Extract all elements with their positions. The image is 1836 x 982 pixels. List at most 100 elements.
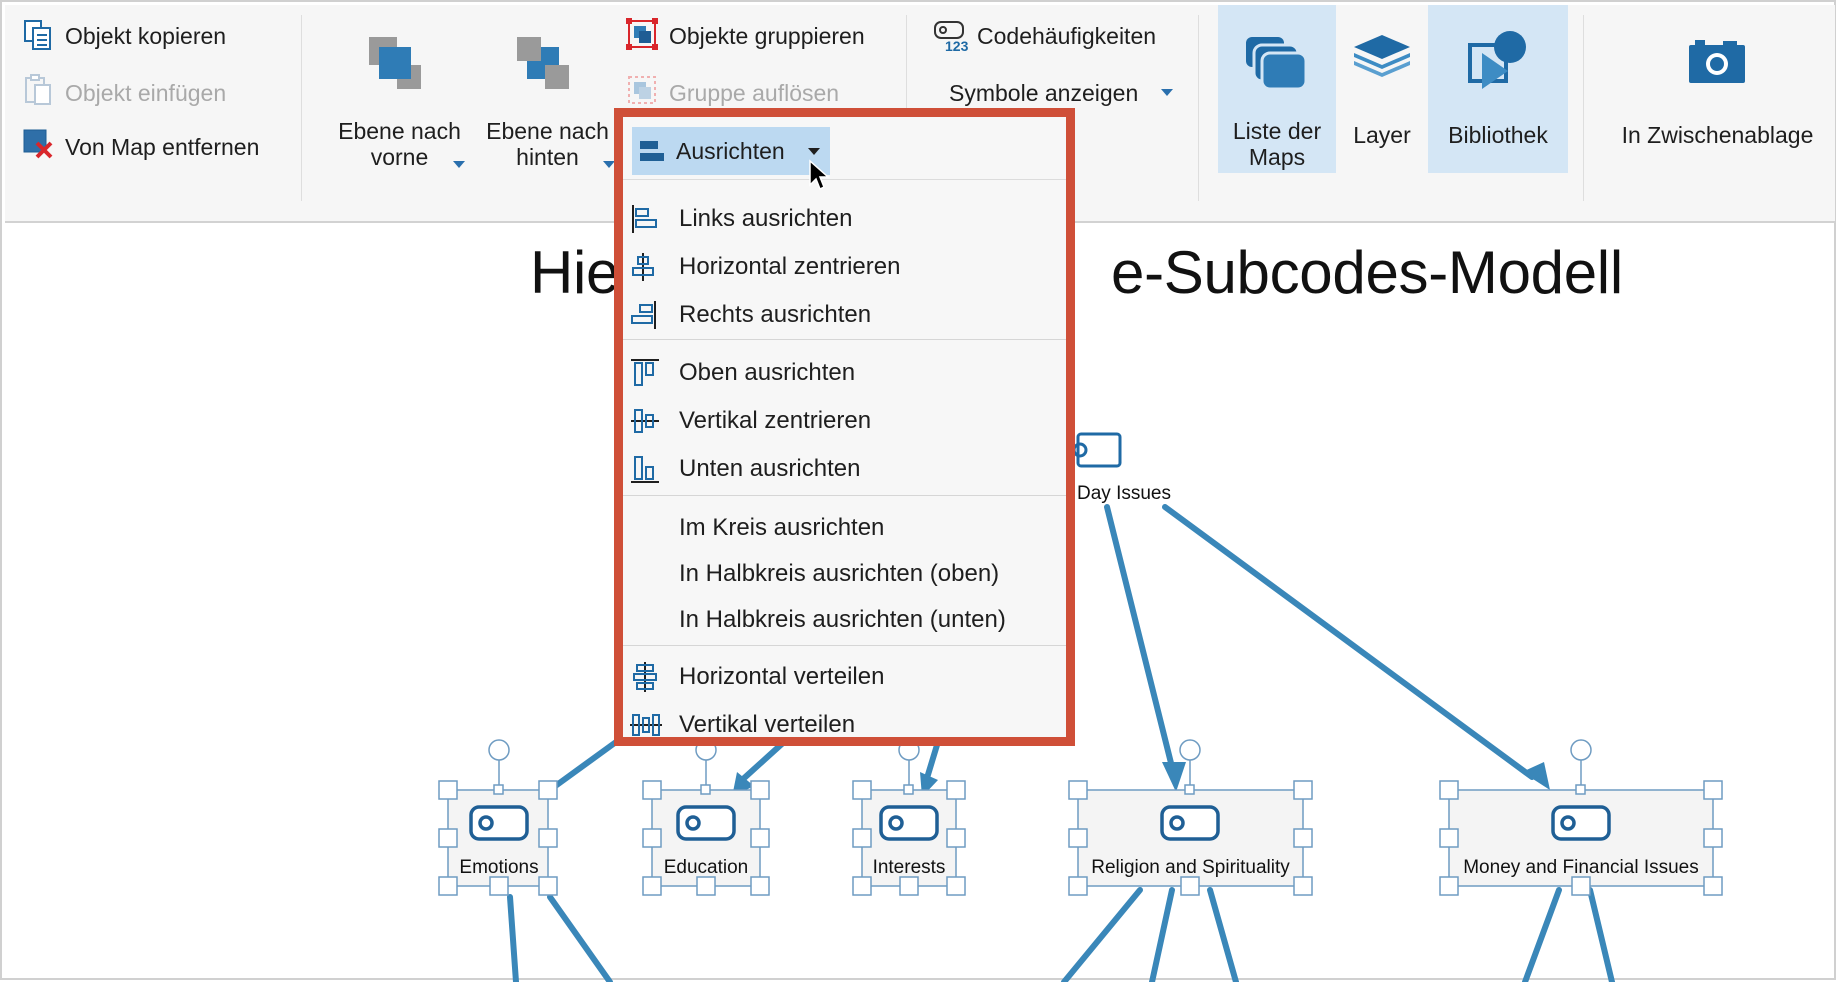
- copy-to-clipboard-label: In Zwischenablage: [1621, 122, 1814, 148]
- bring-forward-icon: [369, 37, 421, 89]
- group-icon: [626, 18, 658, 50]
- align-bottom-icon: [631, 456, 659, 483]
- show-symbols-dropdown-icon: [1161, 89, 1173, 96]
- maps-list-label-line2: Maps: [1248, 144, 1306, 170]
- library-button[interactable]: Bibliothek: [1428, 5, 1568, 173]
- group-objects-button[interactable]: Objekte gruppieren: [621, 15, 891, 57]
- menu-item-label: Im Kreis ausrichten: [679, 514, 885, 541]
- menu-item-label: In Halbkreis ausrichten (unten): [679, 606, 1006, 633]
- remove-from-map-button[interactable]: Von Map entfernen: [17, 125, 277, 167]
- code-node-money-and-financial-issues[interactable]: [1439, 739, 1723, 896]
- code-node-interests[interactable]: [852, 739, 966, 896]
- menu-item-align-top[interactable]: Oben ausrichten: [623, 349, 1066, 395]
- menu-item-align-left[interactable]: Links ausrichten: [623, 195, 1066, 241]
- node-label-education: Education: [663, 857, 749, 878]
- layer-button[interactable]: Layer: [1338, 5, 1426, 173]
- align-dropdown-menu: Ausrichten Links ausrichten Horizontal z…: [614, 108, 1075, 746]
- menu-item-label: Unten ausrichten: [679, 455, 861, 482]
- code-node-education[interactable]: [642, 739, 770, 896]
- paste-object-button[interactable]: Objekt einfügen: [17, 71, 277, 113]
- menu-item-label: In Halbkreis ausrichten (oben): [679, 560, 1000, 587]
- copy-object-button[interactable]: Objekt kopieren: [17, 15, 277, 57]
- mouse-cursor-icon: [809, 159, 830, 191]
- align-left-icon: [632, 205, 657, 233]
- distribute-horizontal-icon: [633, 662, 657, 692]
- node-label-emotions: Emotions: [459, 857, 539, 878]
- map-title-left: Hie: [530, 239, 620, 306]
- group-objects-label: Objekte gruppieren: [669, 23, 865, 49]
- menu-separator: [623, 339, 1066, 340]
- menu-separator: [623, 495, 1066, 496]
- menu-item-align-bottom[interactable]: Unten ausrichten: [623, 445, 1066, 491]
- send-backward-label: Ebene nach hinten: [475, 118, 620, 170]
- maps-list-button[interactable]: Liste der Maps: [1218, 5, 1336, 173]
- show-symbols-dropdown[interactable]: Symbole anzeigen: [945, 71, 1181, 113]
- maps-list-label: Liste der Maps: [1218, 118, 1336, 170]
- menu-item-distribute-vertical[interactable]: Vertikal verteilen: [623, 701, 1066, 747]
- remove-from-map-icon: [23, 129, 53, 159]
- code-frequencies-button[interactable]: 123 Codehäufigkeiten: [931, 15, 1171, 57]
- menu-item-align-semicircle-top[interactable]: In Halbkreis ausrichten (oben): [623, 550, 1066, 596]
- align-icon: [640, 141, 664, 161]
- ribbon-separator: [1583, 15, 1584, 201]
- remove-from-map-label: Von Map entfernen: [65, 134, 260, 160]
- bring-forward-dropdown-icon[interactable]: [453, 161, 465, 168]
- copy-to-clipboard-button[interactable]: In Zwischenablage: [1605, 5, 1830, 173]
- ungroup-icon: [628, 76, 656, 104]
- menu-item-align-semicircle-bottom[interactable]: In Halbkreis ausrichten (unten): [623, 596, 1066, 642]
- show-symbols-label: Symbole anzeigen: [949, 80, 1139, 106]
- bring-forward-label-line1: Ebene nach: [338, 118, 461, 144]
- bring-forward-label-line2: vorne: [370, 144, 429, 170]
- menu-item-align-right[interactable]: Rechts ausrichten: [623, 291, 1066, 337]
- layers-icon: [1354, 35, 1410, 77]
- layer-label: Layer: [1353, 122, 1411, 148]
- bring-forward-label: Ebene nach vorne: [327, 118, 472, 170]
- node-label-religion-and-spirituality: Religion and Spirituality: [1091, 857, 1290, 878]
- send-backward-button[interactable]: Ebene nach hinten: [475, 25, 620, 175]
- map-title-right: e-Subcodes-Modell: [1111, 239, 1623, 306]
- ribbon-separator: [301, 15, 302, 201]
- align-menu-header: Ausrichten: [623, 117, 1066, 191]
- library-label: Bibliothek: [1448, 122, 1548, 148]
- paste-object-label: Objekt einfügen: [65, 80, 227, 106]
- connector-lines: [507, 504, 1615, 982]
- ungroup-button[interactable]: Gruppe auflösen: [621, 71, 891, 113]
- menu-item-label: Oben ausrichten: [679, 359, 856, 386]
- copy-icon: [24, 20, 51, 50]
- menu-item-center-vertical[interactable]: Vertikal zentrieren: [623, 397, 1066, 443]
- menu-item-distribute-horizontal[interactable]: Horizontal verteilen: [623, 653, 1066, 699]
- code-node-emotions[interactable]: [438, 739, 558, 896]
- maps-list-label-line1: Liste der: [1232, 118, 1322, 144]
- menu-item-label: Vertikal verteilen: [679, 711, 856, 738]
- align-button-dropdown-icon: [808, 148, 820, 155]
- send-backward-icon: [517, 37, 569, 89]
- align-button-label: Ausrichten: [676, 138, 785, 164]
- menu-item-label: Horizontal verteilen: [679, 663, 885, 690]
- ungroup-label: Gruppe auflösen: [669, 80, 840, 106]
- svg-text:123: 123: [945, 38, 969, 53]
- maps-list-icon: [1246, 37, 1308, 91]
- node-label-day-issues: Day Issues: [1077, 483, 1171, 504]
- code-frequencies-label: Codehäufigkeiten: [977, 23, 1157, 49]
- node-label-money-and-financial-issues: Money and Financial Issues: [1463, 857, 1699, 878]
- menu-item-align-circle[interactable]: Im Kreis ausrichten: [623, 504, 1066, 550]
- send-backward-label-line2: hinten: [516, 144, 579, 170]
- code-frequencies-icon: 123: [934, 21, 969, 53]
- align-top-icon: [631, 359, 659, 386]
- paste-icon: [25, 74, 51, 105]
- menu-separator: [623, 645, 1066, 646]
- code-node-day-issues[interactable]: [1072, 432, 1122, 468]
- bring-forward-button[interactable]: Ebene nach vorne: [327, 25, 472, 175]
- library-icon: [1468, 31, 1526, 89]
- send-backward-label-line1: Ebene nach: [486, 118, 609, 144]
- align-right-icon: [631, 301, 656, 329]
- send-backward-dropdown-icon[interactable]: [603, 161, 615, 168]
- align-button[interactable]: Ausrichten: [632, 127, 830, 175]
- code-node-religion-and-spirituality[interactable]: [1068, 739, 1313, 896]
- map-title: Hie e-Subcodes-Modell: [530, 238, 1623, 307]
- menu-item-label: Rechts ausrichten: [679, 301, 872, 328]
- menu-item-center-horizontal[interactable]: Horizontal zentrieren: [623, 243, 1066, 289]
- center-horizontal-icon: [632, 253, 654, 281]
